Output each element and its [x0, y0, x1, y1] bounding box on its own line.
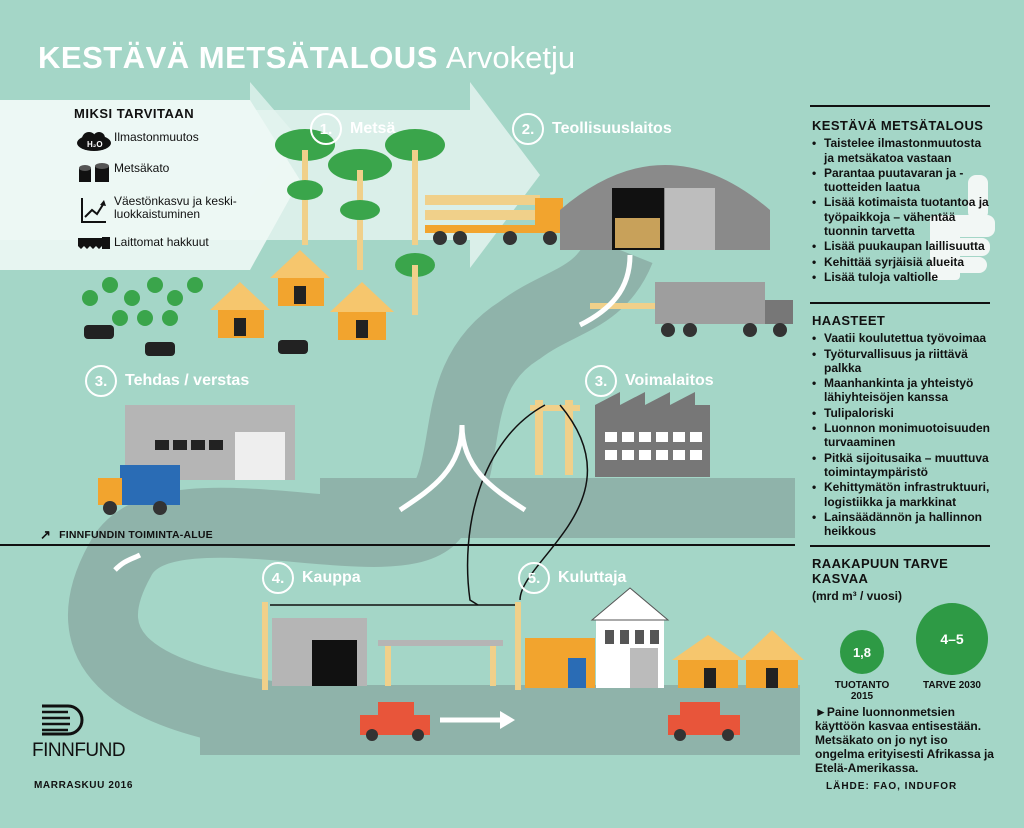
production-circle: 1,8 [840, 630, 884, 674]
log-truck [425, 195, 563, 245]
list-item: Parantaa puutavaran ja -tuotteiden laatu… [812, 166, 992, 195]
shop-buildings [262, 587, 804, 690]
svg-text:H₂O: H₂O [87, 140, 103, 149]
cars [360, 702, 740, 741]
sustainable-heading: KESTÄVÄ METSÄTALOUS [812, 118, 984, 133]
list-item: Tulipaloriski [812, 406, 992, 421]
delivery-truck [98, 465, 180, 515]
stage-consumer: 5. Kuluttaja [518, 562, 626, 594]
list-item: Pitkä sijoitusaika – muuttuva toimintaym… [812, 451, 992, 480]
title-light: Arvoketju [445, 40, 576, 75]
arrow-up-right-icon: ↗ [40, 527, 52, 542]
area-divider [0, 544, 795, 546]
source-text: LÄHDE: FAO, INDUFOR [826, 781, 958, 792]
stage-name: Voimalaitos [625, 372, 714, 389]
list-item: Lisää puukaupan laillisuutta [812, 239, 992, 254]
stage-name: Tehdas / verstas [125, 372, 250, 389]
list-item: Työturvallisuus ja riittävä palkka [812, 347, 992, 376]
list-item: Luonnon monimuotoisuuden turvaaminen [812, 421, 992, 450]
stage-forest: 1. Metsä [310, 113, 395, 145]
divider [810, 105, 990, 107]
seedlings [82, 277, 203, 326]
divider [810, 545, 990, 547]
production-value: 1,8 [852, 644, 872, 660]
stage-number: 2. [512, 113, 544, 145]
list-item: Taistelee ilmastonmuutosta ja metsäkatoa… [812, 136, 992, 165]
stage-factory: 3. Tehdas / verstas [85, 365, 249, 397]
reasons-heading: MIKSI TARVITAAN [74, 106, 195, 121]
demand-heading: RAAKAPUUN TARVE KASVAA [812, 556, 949, 586]
list-item: Maanhankinta ja yhteistyö lähiyhteisöjen… [812, 376, 992, 405]
stage-number: 5. [518, 562, 550, 594]
need-circle: 4–5 [916, 603, 988, 675]
finnfund-logo-mark [42, 704, 84, 736]
sustainable-panel: KESTÄVÄ METSÄTALOUS Taistelee ilmastonmu… [812, 118, 992, 285]
reason-label: Ilmastonmuutos [114, 130, 199, 144]
growth-chart-icon [74, 195, 114, 225]
finnfund-logo: FINNFUND [32, 700, 126, 762]
stage-number: 3. [85, 365, 117, 397]
road-middle [320, 478, 795, 538]
area-label-text: FINNFUNDIN TOIMINTA-ALUE [59, 529, 213, 541]
reason-label: Laittomat hakkuut [114, 235, 209, 249]
road-arrows [113, 254, 633, 723]
demand-unit: (mrd m³ / vuosi) [812, 589, 903, 603]
list-item: Lisää tuloja valtiolle [812, 270, 992, 285]
demand-note: ►Paine luonnonmetsien käyttöön kasvaa en… [815, 705, 994, 775]
challenges-panel: HAASTEET Vaatii koulutettua työvoimaa Ty… [812, 313, 992, 539]
challenges-heading: HAASTEET [812, 313, 886, 328]
stage-shop: 4. Kauppa [262, 562, 361, 594]
reason-item: Laittomat hakkuut [74, 236, 264, 250]
stage-name: Kuluttaja [558, 569, 627, 586]
need-caption: TARVE 2030 [923, 680, 981, 691]
production-caption: TUOTANTO 2015 [834, 680, 890, 702]
stage-name: Teollisuuslaitos [552, 120, 672, 137]
stage-power-plant: 3. Voimalaitos [585, 365, 714, 397]
demand-panel: RAAKAPUUN TARVE KASVAA (mrd m³ / vuosi) [812, 556, 992, 603]
list-item: Kehittää syrjäisiä alueita [812, 255, 992, 270]
list-item: Lisää kotimaista tuotantoa ja työpaikkoj… [812, 195, 992, 238]
cattle [84, 325, 308, 356]
divider [810, 302, 990, 304]
saw-icon [74, 236, 114, 250]
list-item: Kehittymätön infrastruktuuri, logistiikk… [812, 480, 992, 509]
reason-item: Väestönkasvu ja keski-luokkaistuminen [74, 195, 264, 225]
logo-text: FINNFUND [32, 740, 126, 761]
tree-stumps-icon [74, 162, 114, 184]
title-bold: KESTÄVÄ METSÄTALOUS [38, 40, 438, 75]
timber-truck [590, 282, 793, 337]
stage-number: 4. [262, 562, 294, 594]
stage-industrial-plant: 2. Teollisuuslaitos [512, 113, 672, 145]
industrial-hall [560, 165, 770, 250]
reason-label: Väestönkasvu ja keski-luokkaistuminen [114, 194, 237, 221]
power-plant [530, 392, 710, 477]
co2-cloud-icon: H₂O [74, 131, 114, 151]
finnfund-area-label: ↗ FINNFUNDIN TOIMINTA-ALUE [40, 527, 213, 543]
village-huts [210, 250, 394, 340]
reason-item: Metsäkato [74, 162, 264, 184]
need-value: 4–5 [940, 631, 964, 647]
date-label: MARRASKUU 2016 [34, 780, 133, 791]
stage-number: 3. [585, 365, 617, 397]
stage-name: Metsä [350, 120, 396, 137]
stage-name: Kauppa [302, 569, 361, 586]
list-item: Vaatii koulutettua työvoimaa [812, 331, 992, 346]
reason-label: Metsäkato [114, 161, 170, 175]
stage-number: 1. [310, 113, 342, 145]
list-item: Lainsäädännön ja hallinnon heikkous [812, 510, 992, 539]
reason-item: H₂O Ilmastonmuutos [74, 131, 264, 151]
reasons-panel: MIKSI TARVITAAN H₂O Ilmastonmuutos Metsä… [74, 106, 264, 261]
